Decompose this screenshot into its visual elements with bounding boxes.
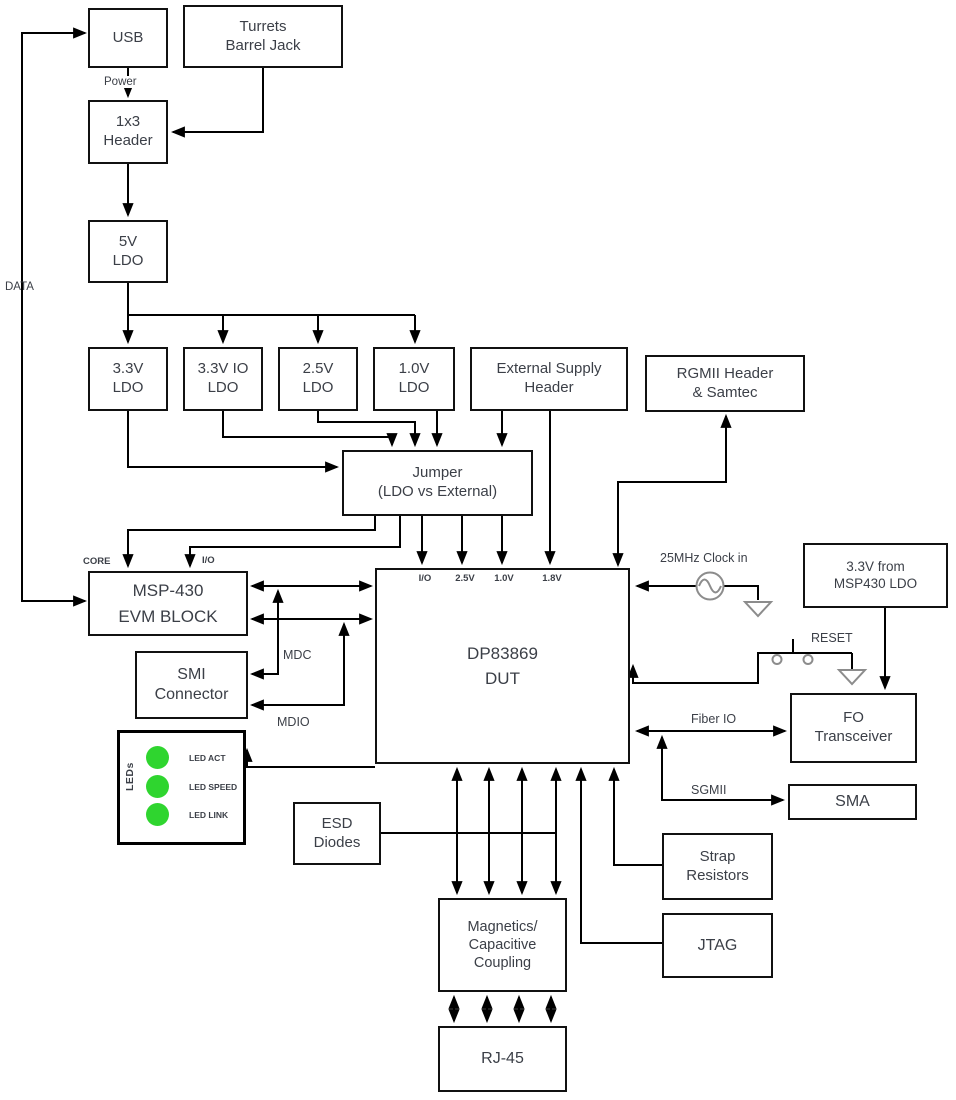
block-2v5-ldo-label-1: 2.5V (302, 360, 334, 378)
block-ext-supply-label-2: Header (524, 379, 574, 396)
block-turrets-label-1: Turrets (239, 17, 287, 35)
dut-pin-1v8-label: 1.8V (542, 573, 562, 584)
block-jumper-label-2: (LDO vs External) (377, 483, 498, 500)
block-fo-label-2: Transceiver (814, 728, 893, 745)
block-esd-label-2: Diodes (313, 833, 361, 851)
block-rgmii-label-2: & Samtec (692, 383, 758, 401)
block-5v-ldo: 5V LDO (88, 220, 168, 283)
block-magnetics-label-1: Magnetics/ (467, 918, 538, 935)
block-1x3-label-1: 1x3 (115, 113, 141, 131)
fiber-io-label: Fiber IO (691, 712, 737, 726)
block-dp83869-dut: DP83869 DUT (375, 568, 630, 764)
block-jumper-label-1: Jumper (412, 464, 463, 482)
block-3v3-io-ldo: 3.3V IO LDO (183, 347, 263, 411)
block-1v0-ldo: 1.0V LDO (373, 347, 455, 411)
block-3v3-io-ldo-label-2: LDO (207, 379, 239, 396)
led-speed-icon (146, 775, 169, 798)
block-leds: LEDs LED ACT LED SPEED LED LINK (117, 730, 246, 845)
block-smi-label-1: SMI (177, 666, 206, 683)
leds-title: LEDs (124, 762, 136, 791)
block-strap-label-1: Strap (699, 847, 736, 865)
block-fo-transceiver: FO Transceiver (790, 693, 917, 763)
power-label: Power (102, 76, 139, 88)
led-speed-label: LED SPEED (189, 781, 238, 792)
block-msp430-label-2: EVM BLOCK (118, 606, 218, 626)
led-row-act: LED ACT (146, 746, 226, 769)
block-rj45: RJ-45 (438, 1026, 567, 1092)
block-smi-connector: SMI Connector (135, 651, 248, 719)
data-label: DATA (5, 281, 34, 293)
block-smi-label-2: Connector (154, 686, 229, 703)
block-msp430-evm: MSP-430 EVM BLOCK (88, 571, 248, 636)
clock-in-label: 25MHz Clock in (660, 551, 748, 565)
block-usb-label: USB (112, 28, 144, 46)
block-3v3-ldo-label-2: LDO (112, 379, 144, 396)
dut-pin-1v0-label: 1.0V (494, 573, 514, 584)
block-rgmii-header: RGMII Header & Samtec (645, 355, 805, 412)
block-turrets-label-2: Barrel Jack (225, 36, 301, 54)
reset-button-icon[interactable] (771, 654, 814, 665)
block-magnetics-label-3: Coupling (473, 955, 532, 972)
block-1x3-header: 1x3 Header (88, 100, 168, 164)
dut-pin-io-label: I/O (418, 573, 432, 584)
block-jtag-label: JTAG (697, 936, 738, 954)
block-3v3-io-ldo-label-1: 3.3V IO (197, 360, 249, 378)
block-magnetics-label-2: Capacitive (468, 936, 537, 953)
block-msp-ldo-label-2: MSP430 LDO (833, 575, 918, 591)
block-esd-diodes: ESD Diodes (293, 802, 381, 865)
block-usb: USB (88, 8, 168, 68)
block-strap-label-2: Resistors (686, 866, 749, 884)
led-link-icon (146, 803, 169, 826)
block-esd-label-1: ESD (321, 814, 353, 832)
sgmii-label: SGMII (691, 783, 727, 797)
core-pin-label: CORE (83, 556, 111, 567)
connector-lines (21, 27, 891, 1024)
block-1x3-label-2: Header (103, 132, 153, 149)
clock-source-icon (695, 571, 725, 601)
led-row-speed: LED SPEED (146, 775, 237, 798)
led-link-label: LED LINK (189, 809, 229, 820)
block-2v5-ldo-label-2: LDO (302, 379, 334, 396)
block-2v5-ldo: 2.5V LDO (278, 347, 358, 411)
block-jumper: Jumper (LDO vs External) (342, 450, 533, 516)
block-1v0-ldo-label-2: LDO (398, 379, 430, 396)
block-strap-resistors: Strap Resistors (662, 833, 773, 900)
block-external-supply-header: External Supply Header (470, 347, 628, 411)
block-3v3-from-msp430-ldo: 3.3V from MSP430 LDO (803, 543, 948, 608)
ground-icon-reset (836, 669, 868, 686)
led-act-label: LED ACT (189, 752, 226, 763)
led-row-link: LED LINK (146, 803, 228, 826)
block-1v0-ldo-label-1: 1.0V (398, 360, 430, 378)
block-jtag: JTAG (662, 913, 773, 978)
block-sma-label: SMA (835, 793, 870, 810)
block-sma: SMA (788, 784, 917, 820)
block-3v3-ldo-label-1: 3.3V (112, 360, 144, 378)
block-5v-ldo-label-1: 5V (118, 232, 138, 250)
mdc-label: MDC (283, 648, 312, 662)
block-dut-label-1: DP83869 (467, 643, 538, 663)
block-ext-supply-label-1: External Supply (496, 360, 602, 378)
block-msp-ldo-label-1: 3.3V from (846, 558, 905, 574)
block-fo-label-1: FO (843, 709, 864, 727)
block-rgmii-label-1: RGMII Header (676, 364, 774, 382)
led-act-icon (146, 746, 169, 769)
mdio-label: MDIO (277, 715, 310, 729)
io-pin-label: I/O (202, 555, 215, 566)
block-turrets-barrel-jack: Turrets Barrel Jack (183, 5, 343, 68)
block-rj45-label: RJ-45 (481, 1050, 524, 1067)
block-magnetics: Magnetics/ Capacitive Coupling (438, 898, 567, 992)
reset-label: RESET (811, 631, 853, 645)
block-msp430-label-1: MSP-430 (132, 581, 204, 600)
ground-icon-clock (742, 601, 774, 618)
block-3v3-ldo: 3.3V LDO (88, 347, 168, 411)
dut-pin-2v5-label: 2.5V (455, 573, 475, 584)
block-5v-ldo-label-2: LDO (112, 251, 144, 269)
block-dut-label-2: DUT (485, 669, 520, 688)
